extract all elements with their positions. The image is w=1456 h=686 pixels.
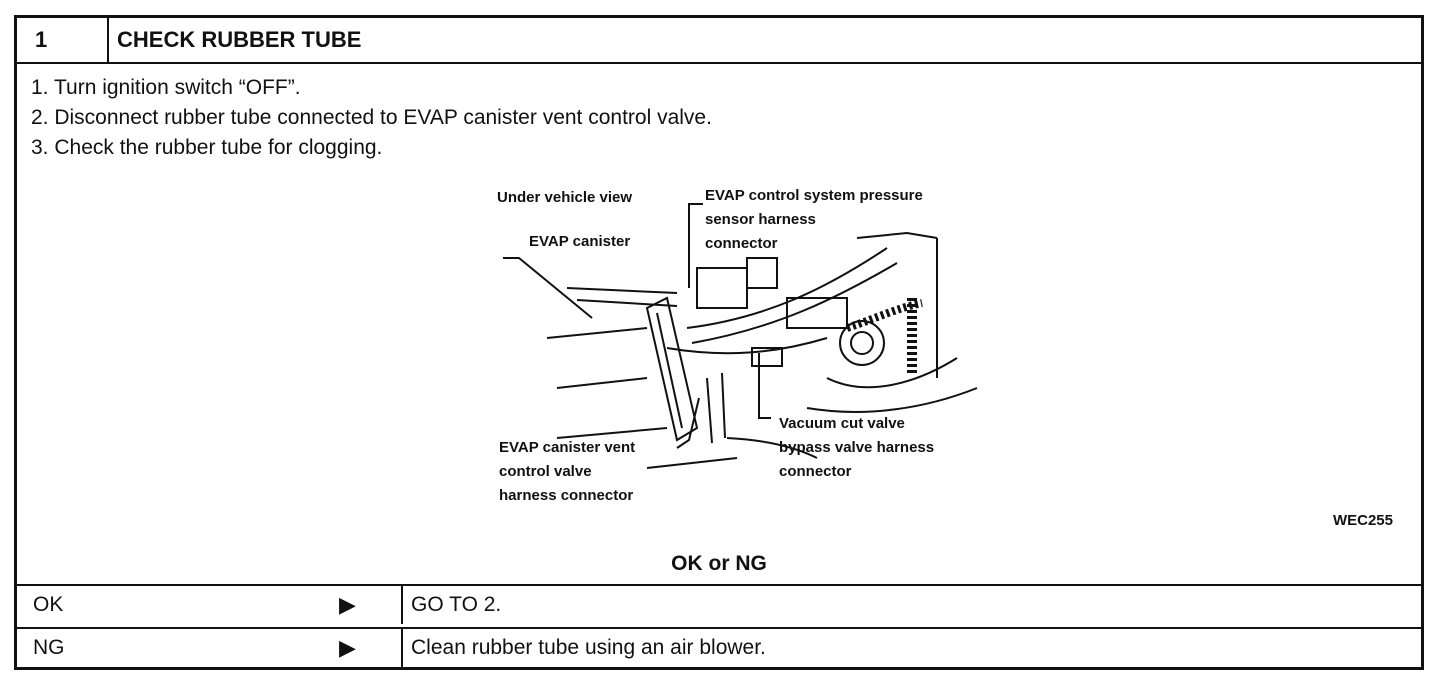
label-vacuum-valve: Vacuum cut valve	[779, 415, 905, 432]
result-row-ok: OK ▶ GO TO 2.	[17, 584, 1421, 624]
instruction-list: 1. Turn ignition switch “OFF”. 2. Discon…	[31, 73, 712, 163]
instruction-step: 1. Turn ignition switch “OFF”.	[31, 76, 301, 99]
label-pressure-sensor: EVAP control system pressure	[705, 187, 923, 204]
inspection-procedure-box: 1 CHECK RUBBER TUBE 1. Turn ignition swi…	[14, 15, 1424, 670]
label-vent-valve: harness connector	[499, 487, 633, 504]
result-label: OK	[33, 593, 64, 616]
label-vacuum-valve: connector	[779, 463, 852, 480]
result-title: OK or NG	[671, 552, 767, 575]
label-vent-valve: control valve	[499, 463, 592, 480]
arrow-right-icon: ▶	[339, 592, 356, 617]
label-pressure-sensor: sensor harness	[705, 211, 816, 228]
result-row-ng: NG ▶ Clean rubber tube using an air blow…	[17, 627, 1421, 667]
column-divider	[401, 586, 403, 624]
evap-illustration: Under vehicle view EVAP control system p…	[467, 178, 1007, 518]
label-vacuum-valve: bypass valve harness	[779, 439, 934, 456]
result-action: GO TO 2.	[411, 593, 502, 616]
column-divider	[401, 629, 403, 667]
figure-id: WEC255	[1332, 512, 1393, 529]
step-number: 1	[17, 18, 109, 62]
procedure-header: 1 CHECK RUBBER TUBE	[17, 18, 1421, 64]
instruction-step: 2. Disconnect rubber tube connected to E…	[31, 106, 712, 129]
mechanical-drawing	[503, 203, 978, 469]
instruction-step: 3. Check the rubber tube for clogging.	[31, 136, 383, 159]
procedure-title: CHECK RUBBER TUBE	[117, 27, 362, 52]
label-pressure-sensor: connector	[705, 235, 778, 252]
label-canister: EVAP canister	[529, 233, 630, 250]
result-label: NG	[33, 636, 65, 659]
result-action: Clean rubber tube using an air blower.	[411, 636, 766, 659]
label-vent-valve: EVAP canister vent	[499, 439, 635, 456]
arrow-right-icon: ▶	[339, 635, 356, 660]
label-view: Under vehicle view	[497, 189, 632, 206]
